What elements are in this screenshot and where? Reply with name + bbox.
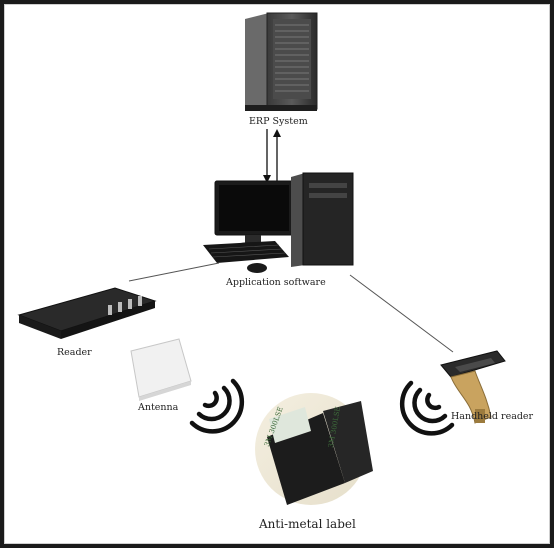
application-software-label: Application software	[226, 277, 326, 288]
diagram-canvas: 3M 300LSE 3M 300LSE ERP System Applicati…	[4, 4, 550, 544]
erp-system-label: ERP System	[249, 116, 308, 127]
fixed-reader-icon	[17, 287, 157, 339]
reader-label: Reader	[57, 347, 92, 358]
handheld-reader-icon	[440, 350, 506, 424]
signal-waves-right-icon	[399, 380, 455, 436]
connector-lines	[128, 262, 454, 353]
signal-waves-left-icon	[189, 378, 245, 434]
data-exchange-arrows	[263, 129, 281, 183]
handheld-reader-label: Handheld reader	[451, 411, 534, 422]
desktop-computer-icon	[203, 172, 354, 273]
erp-server-icon	[245, 12, 318, 111]
anti-metal-label-caption: Anti-metal label	[259, 517, 356, 531]
antenna-icon	[130, 338, 192, 401]
diagram-graphics	[17, 12, 506, 505]
antenna-label: Antenna	[138, 402, 179, 413]
anti-metal-label-image	[255, 393, 373, 505]
